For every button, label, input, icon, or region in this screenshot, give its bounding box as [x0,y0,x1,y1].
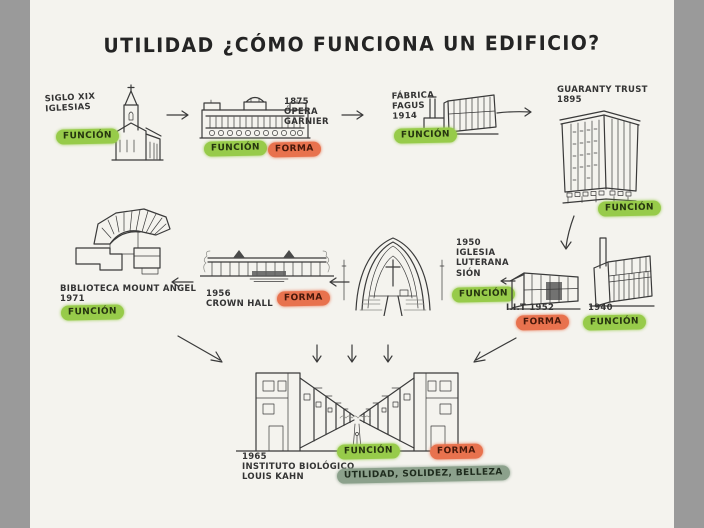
opera-garnier-sketch [198,90,312,146]
crown-hall-label: 1956 CROWN HALL [206,289,273,310]
guaranty-trust-sketch [552,104,646,208]
arrow-right-3-icon [496,105,536,119]
planta-1940-label: 1940 [588,303,613,313]
arrow-down-guaranty-icon [556,214,582,256]
arrow-left-1-icon [168,276,194,288]
planta-1940-tag-funcion: FUNCIÓN [582,314,647,331]
arrow-down-2-icon [346,344,358,368]
mount-angel-plan-sketch [64,204,178,286]
biblioteca-tag-funcion: FUNCIÓN [60,304,125,321]
salk-tag-funcion: FUNCIÓN [336,443,401,460]
crown-hall-sketch [200,242,334,290]
opera-label: 1875 ÓPERA GARNIER [284,97,329,128]
iit-tag-forma: FORMA [515,314,569,331]
iit-label: I.I.T 1952 [506,303,555,313]
arrow-diag-left-icon [176,334,228,368]
arrow-left-3-icon [498,276,516,286]
salk-motto-highlight: UTILIDAD, SOLIDEZ, BELLEZA [336,465,510,484]
church-sketch [96,84,166,164]
page-title: UTILIDAD ¿CÓMO FUNCIONA UN EDIFICIO? [103,30,601,58]
iit-pavilion-sketch [506,258,582,310]
arrow-diag-right-icon [468,336,518,368]
biblioteca-label: BIBLIOTECA MOUNT ANGEL 1971 [60,284,197,305]
church-label: SIGLO XIX IGLESIAS [44,91,96,115]
opera-tag-funcion: FUNCIÓN [203,140,268,157]
arrow-right-1-icon [166,109,192,121]
salk-tag-forma: FORMA [429,443,483,460]
fagus-tag-funcion: FUNCIÓN [393,127,458,144]
arrow-left-2-icon [326,276,350,288]
arrow-down-1-icon [311,344,323,368]
salk-label: 1965 INSTITUTO BIOLÓGICO LOUIS KAHN [242,452,355,483]
planta-1940-sketch [584,234,658,312]
arrow-right-2-icon [341,109,367,121]
opera-tag-forma: FORMA [267,141,321,158]
chapel-interior-sketch [340,228,446,316]
crown-hall-tag-forma: FORMA [276,290,330,307]
left-gray-bar [0,0,30,528]
salk-institute-sketch [236,364,478,456]
right-gray-bar [674,0,704,528]
church-tag-funcion: FUNCIÓN [55,128,120,145]
arrow-down-3-icon [382,344,394,368]
guaranty-label: GUARANTY TRUST 1895 [557,85,648,106]
guaranty-tag-funcion: FUNCIÓN [597,200,662,217]
iglesia-sion-label: 1950 IGLESIA LUTERANA SIÓN [456,238,509,279]
